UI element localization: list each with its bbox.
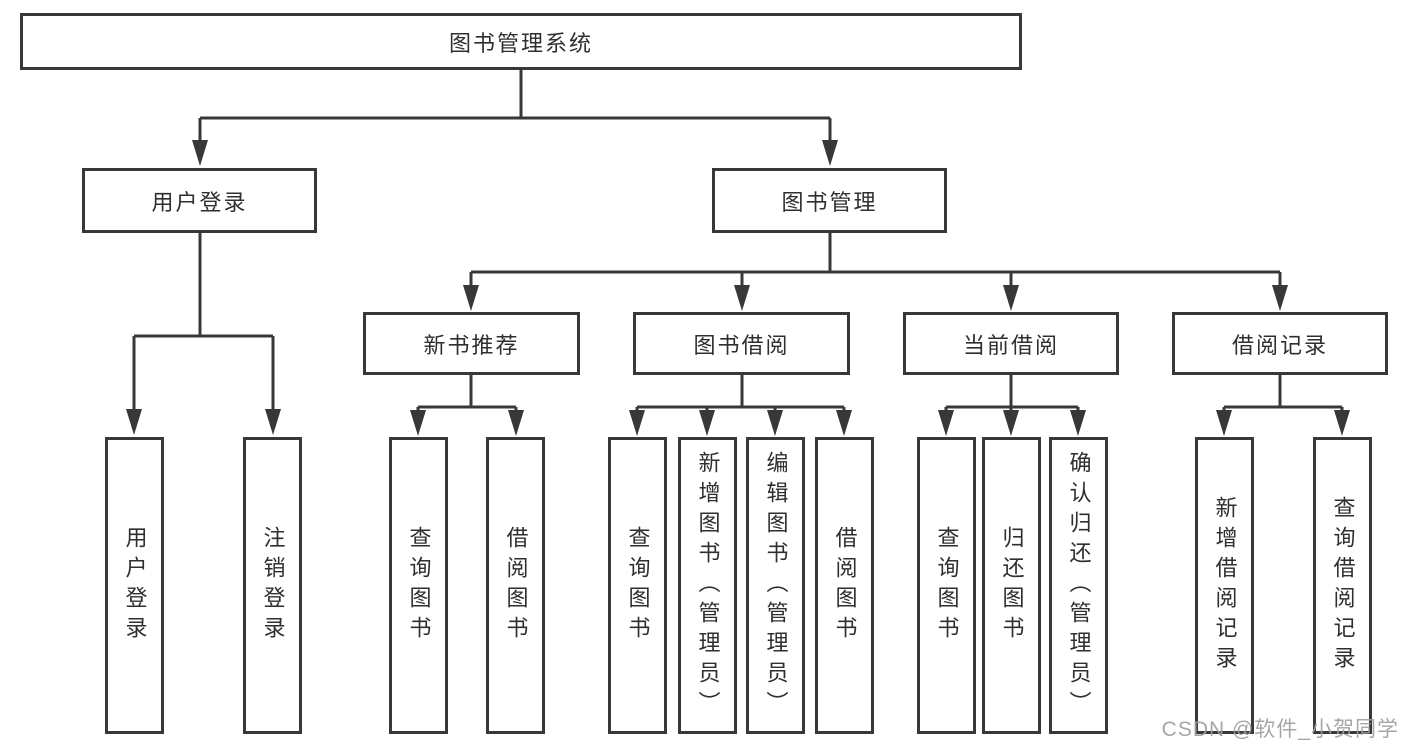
node-root: 图书管理系统: [20, 13, 1022, 70]
leaf-borrow-books-recommend: 借阅图书: [486, 437, 545, 734]
leaf-query-borrow-record: 查询借阅记录: [1313, 437, 1372, 734]
csdn-watermark: CSDN @软件_小贺同学: [1161, 718, 1399, 741]
leaf-user-login-label: 用户登录: [122, 525, 148, 646]
node-new-book-recommend: 新书推荐: [363, 312, 580, 375]
node-user-login-label: 用户登录: [151, 189, 248, 215]
leaf-return-books-label: 归还图书: [999, 525, 1025, 646]
leaf-add-borrow-record: 新增借阅记录: [1195, 437, 1254, 734]
leaf-query-borrow-record-label: 查询借阅记录: [1330, 495, 1356, 676]
leaf-borrow-books-label: 借阅图书: [832, 525, 858, 646]
node-book-management-label: 图书管理: [781, 189, 878, 215]
leaf-confirm-return-admin-label: 确认归还（管理员）: [1066, 450, 1092, 721]
leaf-borrow-books: 借阅图书: [815, 437, 874, 734]
leaf-query-books-borrow-label: 查询图书: [625, 525, 651, 646]
node-borrow-records: 借阅记录: [1172, 312, 1388, 375]
leaf-edit-books-admin: 编辑图书（管理员）: [746, 437, 805, 734]
leaf-query-books-recommend: 查询图书: [389, 437, 448, 734]
node-root-label: 图书管理系统: [448, 30, 593, 56]
leaf-query-books-borrow: 查询图书: [608, 437, 667, 734]
leaf-user-login: 用户登录: [105, 437, 164, 734]
node-current-borrow-label: 当前借阅: [962, 332, 1059, 358]
leaf-add-books-admin-label: 新增图书（管理员）: [695, 450, 721, 721]
leaf-logout-label: 注销登录: [260, 525, 286, 646]
leaf-add-borrow-record-label: 新增借阅记录: [1212, 495, 1238, 676]
leaf-borrow-books-recommend-label: 借阅图书: [503, 525, 529, 646]
leaf-add-books-admin: 新增图书（管理员）: [678, 437, 737, 734]
leaf-confirm-return-admin: 确认归还（管理员）: [1049, 437, 1108, 734]
node-current-borrow: 当前借阅: [903, 312, 1119, 375]
leaf-logout: 注销登录: [243, 437, 302, 734]
leaf-edit-books-admin-label: 编辑图书（管理员）: [763, 450, 789, 721]
leaf-query-books-current-label: 查询图书: [934, 525, 960, 646]
arrowheads: [126, 140, 1350, 436]
node-user-login: 用户登录: [82, 168, 317, 233]
leaf-query-books-recommend-label: 查询图书: [406, 525, 432, 646]
leaf-return-books: 归还图书: [982, 437, 1041, 734]
node-book-borrow: 图书借阅: [633, 312, 850, 375]
node-book-management: 图书管理: [712, 168, 947, 233]
node-new-book-recommend-label: 新书推荐: [423, 332, 520, 358]
node-book-borrow-label: 图书借阅: [693, 332, 790, 358]
leaf-query-books-current: 查询图书: [917, 437, 976, 734]
node-borrow-records-label: 借阅记录: [1231, 332, 1328, 358]
